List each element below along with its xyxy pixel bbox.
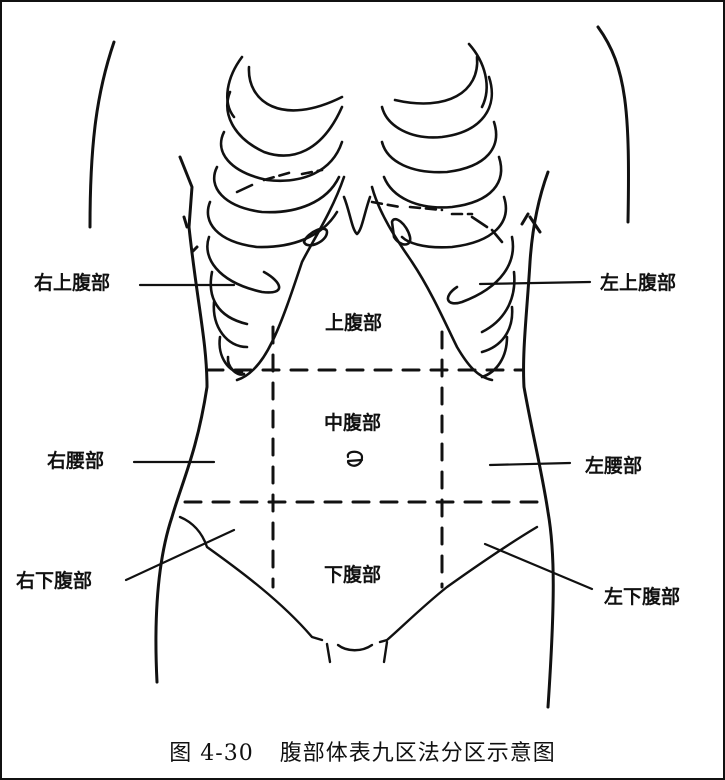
label-right-lumbar: 右腰部 <box>47 450 105 472</box>
figure-number: 图 4-30 <box>169 741 254 766</box>
left-inguinal-curve <box>378 525 539 644</box>
figure-title: 腹部体表九区法分区示意图 <box>279 741 556 766</box>
leader-left-lumbar <box>488 461 572 467</box>
navel-icon <box>346 450 364 467</box>
right-ribcage <box>206 55 346 382</box>
label-umbilical: 中腹部 <box>324 412 382 434</box>
pubic-curve <box>336 643 374 652</box>
label-right-lower-abdomen: 右下腹部 <box>16 570 93 592</box>
label-hypogastric: 下腹部 <box>324 564 382 586</box>
label-left-lumbar: 左腰部 <box>585 455 643 477</box>
right-thigh-mark <box>325 642 332 664</box>
right-arm-outline <box>88 40 116 229</box>
leader-left-upper <box>478 280 592 286</box>
label-right-upper-abdomen: 右上腹部 <box>34 272 111 294</box>
left-arm-outline <box>596 25 630 224</box>
region-grid <box>183 325 544 589</box>
right-torso-outline <box>154 155 209 684</box>
right-flank-mark <box>182 215 199 254</box>
leader-lines <box>124 280 594 591</box>
figure-caption: 图 4-30 腹部体表九区法分区示意图 <box>2 735 723 767</box>
leader-left-lower <box>483 542 594 591</box>
label-epigastric: 上腹部 <box>325 312 383 334</box>
right-inguinal-curve <box>178 515 324 642</box>
label-left-upper-abdomen: 左上腹部 <box>600 272 677 294</box>
label-left-lower-abdomen: 左下腹部 <box>604 586 681 608</box>
xiphoid-process <box>342 195 372 236</box>
left-ribcage <box>370 42 516 382</box>
left-flank-mark <box>520 212 542 234</box>
left-thigh-mark <box>382 640 389 664</box>
leader-right-lower <box>124 528 236 582</box>
left-torso-outline <box>522 170 555 709</box>
